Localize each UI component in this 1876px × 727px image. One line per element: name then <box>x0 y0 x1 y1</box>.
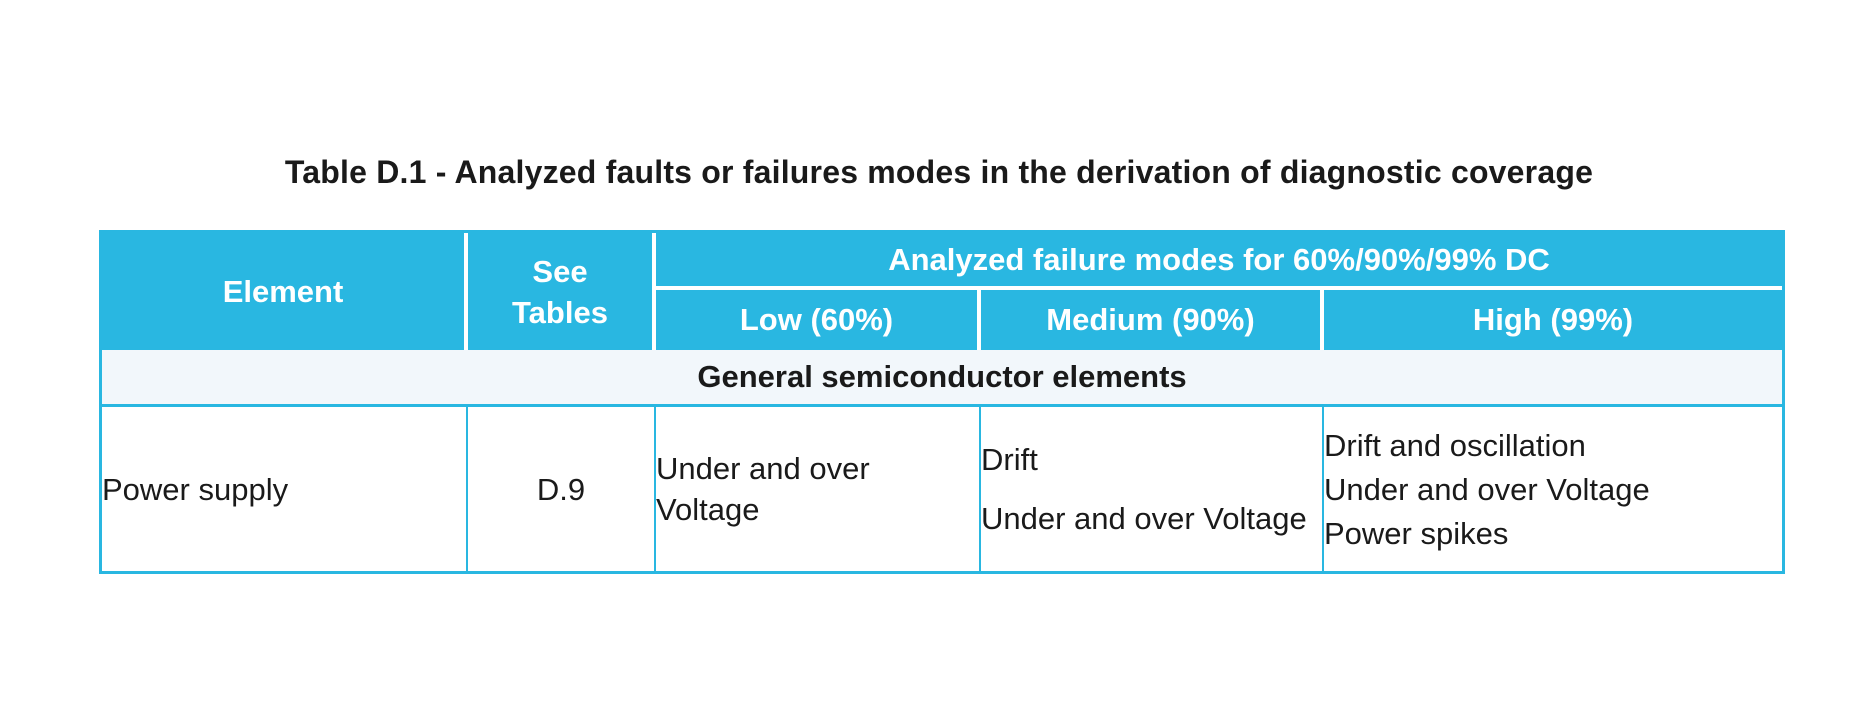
analyzed-failure-modes-table: Element See Tables Analyzed failure mode… <box>99 230 1786 574</box>
cell-see-tables: D.9 <box>468 407 656 571</box>
medium-mode-item: Under and over Voltage <box>981 501 1307 536</box>
col-header-low: Low (60%) <box>656 290 981 350</box>
col-header-analyzed-failure-modes: Analyzed failure modes for 60%/90%/99% D… <box>656 233 1783 290</box>
header-row-group: Element See Tables Analyzed failure mode… <box>102 233 1783 350</box>
table-row-power-supply: Power supply D.9 Under and over Voltage … <box>102 407 1783 571</box>
section-row: General semiconductor elements <box>102 350 1783 407</box>
cell-low-modes: Under and over Voltage <box>656 407 981 571</box>
see-tables-ref: D.9 <box>536 471 586 507</box>
high-mode-item: Under and over Voltage <box>1324 471 1650 507</box>
high-mode-item: Power spikes <box>1324 515 1509 551</box>
element-text: Power supply <box>102 471 289 507</box>
col-header-see-tables: See Tables <box>468 233 656 350</box>
col-header-element: Element <box>102 233 468 350</box>
medium-mode-item: Drift <box>981 442 1038 477</box>
table-caption: Table D.1 - Analyzed faults or failures … <box>284 154 1594 190</box>
cell-high-modes: Drift and oscillation Under and over Vol… <box>1324 407 1783 571</box>
section-header-general-semiconductor: General semiconductor elements <box>102 350 1783 407</box>
see-tables-line-2: Tables <box>512 294 608 330</box>
see-tables-line-1: See <box>532 253 588 289</box>
low-mode-item: Under and over Voltage <box>656 451 870 527</box>
header-row-levels: Low (60%) Medium (90%) High (99%) <box>102 290 1783 350</box>
col-header-medium: Medium (90%) <box>981 290 1324 350</box>
cell-medium-modes: Drift Under and over Voltage <box>981 407 1324 571</box>
cell-element: Power supply <box>102 407 468 571</box>
high-mode-item: Drift and oscillation <box>1324 427 1586 463</box>
col-header-high: High (99%) <box>1324 290 1783 350</box>
